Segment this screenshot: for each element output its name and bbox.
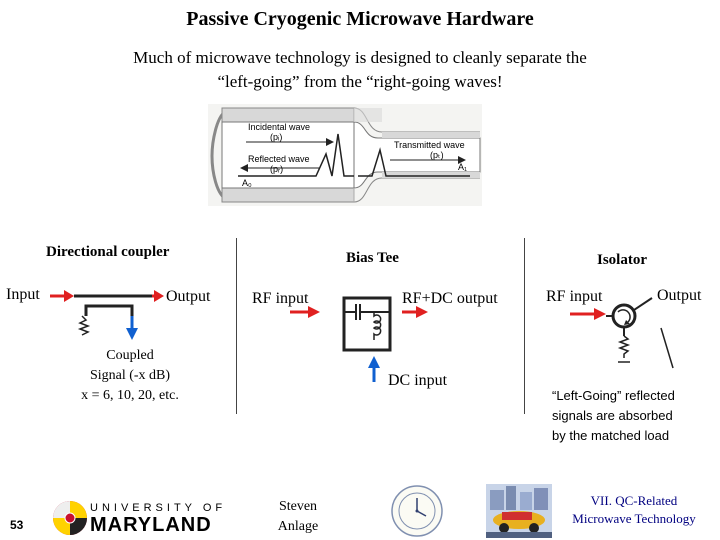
footer-title-line-1: VII. QC-Related: [590, 493, 678, 508]
coupler-title: Directional coupler: [46, 244, 170, 260]
coupled-line-2: Signal (-x dB): [89, 368, 171, 383]
divider-left: [236, 238, 237, 414]
coupler-diagram: [50, 290, 164, 340]
slide-subtitle: Much of microwave technology is designed…: [60, 46, 660, 94]
coupler-input-label: Input: [6, 286, 40, 303]
reflected-wave-symbol: (pᵣ): [270, 164, 283, 174]
isolator-rf-input-label: RF input: [546, 288, 603, 305]
bias-tee-dc-input-label: DC input: [388, 372, 448, 389]
bias-tee-rf-dc-output-label: RF+DC output: [402, 290, 498, 307]
bias-tee-inductor: [372, 312, 382, 340]
isolator-note-line-1: “Left-Going” reflected: [552, 388, 675, 403]
waveguide-figure: Incidental wave (pᵢ) Reflected wave (pᵣ)…: [208, 104, 482, 206]
isolator-diagram: [570, 297, 674, 369]
university-logo: UNIVERSITY OF MARYLAND: [52, 500, 232, 538]
isolator-note-line-2: signals are absorbed: [552, 408, 673, 423]
maryland-shield-icon: [53, 501, 87, 535]
author-line-2: Anlage: [277, 519, 319, 534]
incident-wave-symbol: (pᵢ): [270, 132, 282, 142]
subtitle-line-1: Much of microwave technology is designed…: [133, 48, 587, 67]
area-a0-label: A₀: [242, 178, 252, 188]
transmitted-wave-label: Transmitted wave: [394, 140, 465, 150]
coupler-load-resistor: [77, 315, 91, 336]
coupler-output-label: Output: [166, 288, 211, 305]
coupler-secondary-line: [84, 304, 134, 316]
reflected-wave-label: Reflected wave: [248, 154, 310, 164]
isolator-note-pointer: [660, 327, 674, 369]
area-a1-label: A₁: [458, 162, 467, 172]
transmitted-wave-symbol: (pₜ): [430, 150, 444, 160]
incident-wave-label: Incidental wave: [248, 122, 310, 132]
race-car-image-icon: [486, 484, 552, 538]
waveguide-drawing: Incidental wave (pᵢ) Reflected wave (pᵣ)…: [210, 107, 481, 203]
author-line-1: Steven: [278, 499, 318, 514]
isolator-circulator: [611, 303, 637, 329]
footer-title-line-2: Microwave Technology: [572, 511, 696, 526]
bias-tee-title: Bias Tee: [346, 250, 399, 266]
coupled-line-3: x = 6, 10, 20, etc.: [81, 388, 179, 403]
clock-seal-icon: [391, 485, 443, 537]
divider-right: [524, 238, 525, 414]
isolator-note-line-3: by the matched load: [552, 428, 670, 443]
bias-tee-rf-input-label: RF input: [252, 290, 309, 307]
logo-text-bottom: MARYLAND: [90, 514, 212, 536]
page-number: 53: [10, 518, 24, 532]
footer-section-title: VII. QC-Related Microwave Technology: [556, 492, 712, 528]
coupler-coupled-note: Coupled Signal (-x dB) x = 6, 10, 20, et…: [50, 346, 210, 406]
subtitle-line-2: “left-going” from the “right-going waves…: [217, 72, 503, 91]
bias-tee-box: [342, 296, 392, 352]
slide-title: Passive Cryogenic Microwave Hardware: [186, 8, 534, 30]
isolator-title: Isolator: [597, 252, 647, 268]
isolator-matched-load: [617, 335, 631, 358]
isolator-output-label: Output: [657, 287, 702, 304]
author: Steven Anlage: [268, 497, 328, 537]
bias-tee-diagram: [290, 296, 428, 382]
coupled-line-1: Coupled: [106, 348, 154, 363]
isolator-note: “Left-Going” reflected signals are absor…: [552, 386, 716, 446]
isolator-output-line: [633, 297, 653, 311]
logo-text-top: UNIVERSITY OF: [90, 502, 227, 514]
